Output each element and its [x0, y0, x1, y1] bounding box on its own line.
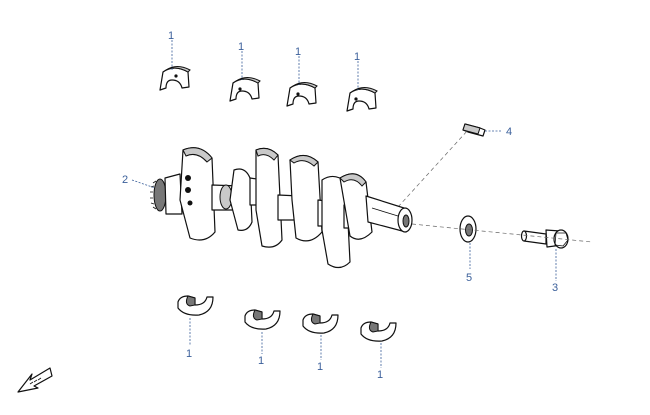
bearing-shell-lower-4[interactable] — [360, 321, 397, 342]
callout-4-key: 4 — [506, 126, 512, 138]
front-arrow-icon — [17, 367, 53, 393]
callout-3-bolt: 3 — [552, 282, 558, 294]
timing-gear — [150, 178, 167, 212]
callout-1-bearing-bot-1: 1 — [186, 348, 192, 360]
bearing-shell-upper-1[interactable] — [159, 66, 191, 91]
callout-1-bearing-top-4: 1 — [354, 51, 360, 63]
bearing-shell-upper-3[interactable] — [286, 82, 318, 107]
bearing-shell-lower-1[interactable] — [177, 295, 214, 316]
callout-1-bearing-top-3: 1 — [295, 46, 301, 58]
bearing-shell-upper-2[interactable] — [229, 77, 261, 102]
bearing-shell-lower-2[interactable] — [244, 309, 281, 330]
callout-2-crankshaft: 2 — [122, 174, 128, 186]
woodruff-key[interactable] — [462, 123, 486, 137]
bearing-shell-lower-3[interactable] — [302, 313, 339, 334]
callout-5-washer: 5 — [466, 272, 472, 284]
callout-1-bearing-top-2: 1 — [238, 41, 244, 53]
callout-1-bearing-bot-3: 1 — [317, 361, 323, 373]
crankshaft[interactable] — [150, 147, 413, 269]
bearing-shell-upper-4[interactable] — [346, 87, 378, 112]
pulley-bolt[interactable] — [520, 229, 569, 249]
callout-1-bearing-bot-4: 1 — [377, 369, 383, 381]
callout-1-bearing-top-1: 1 — [168, 30, 174, 42]
callout-1-bearing-bot-2: 1 — [258, 355, 264, 367]
